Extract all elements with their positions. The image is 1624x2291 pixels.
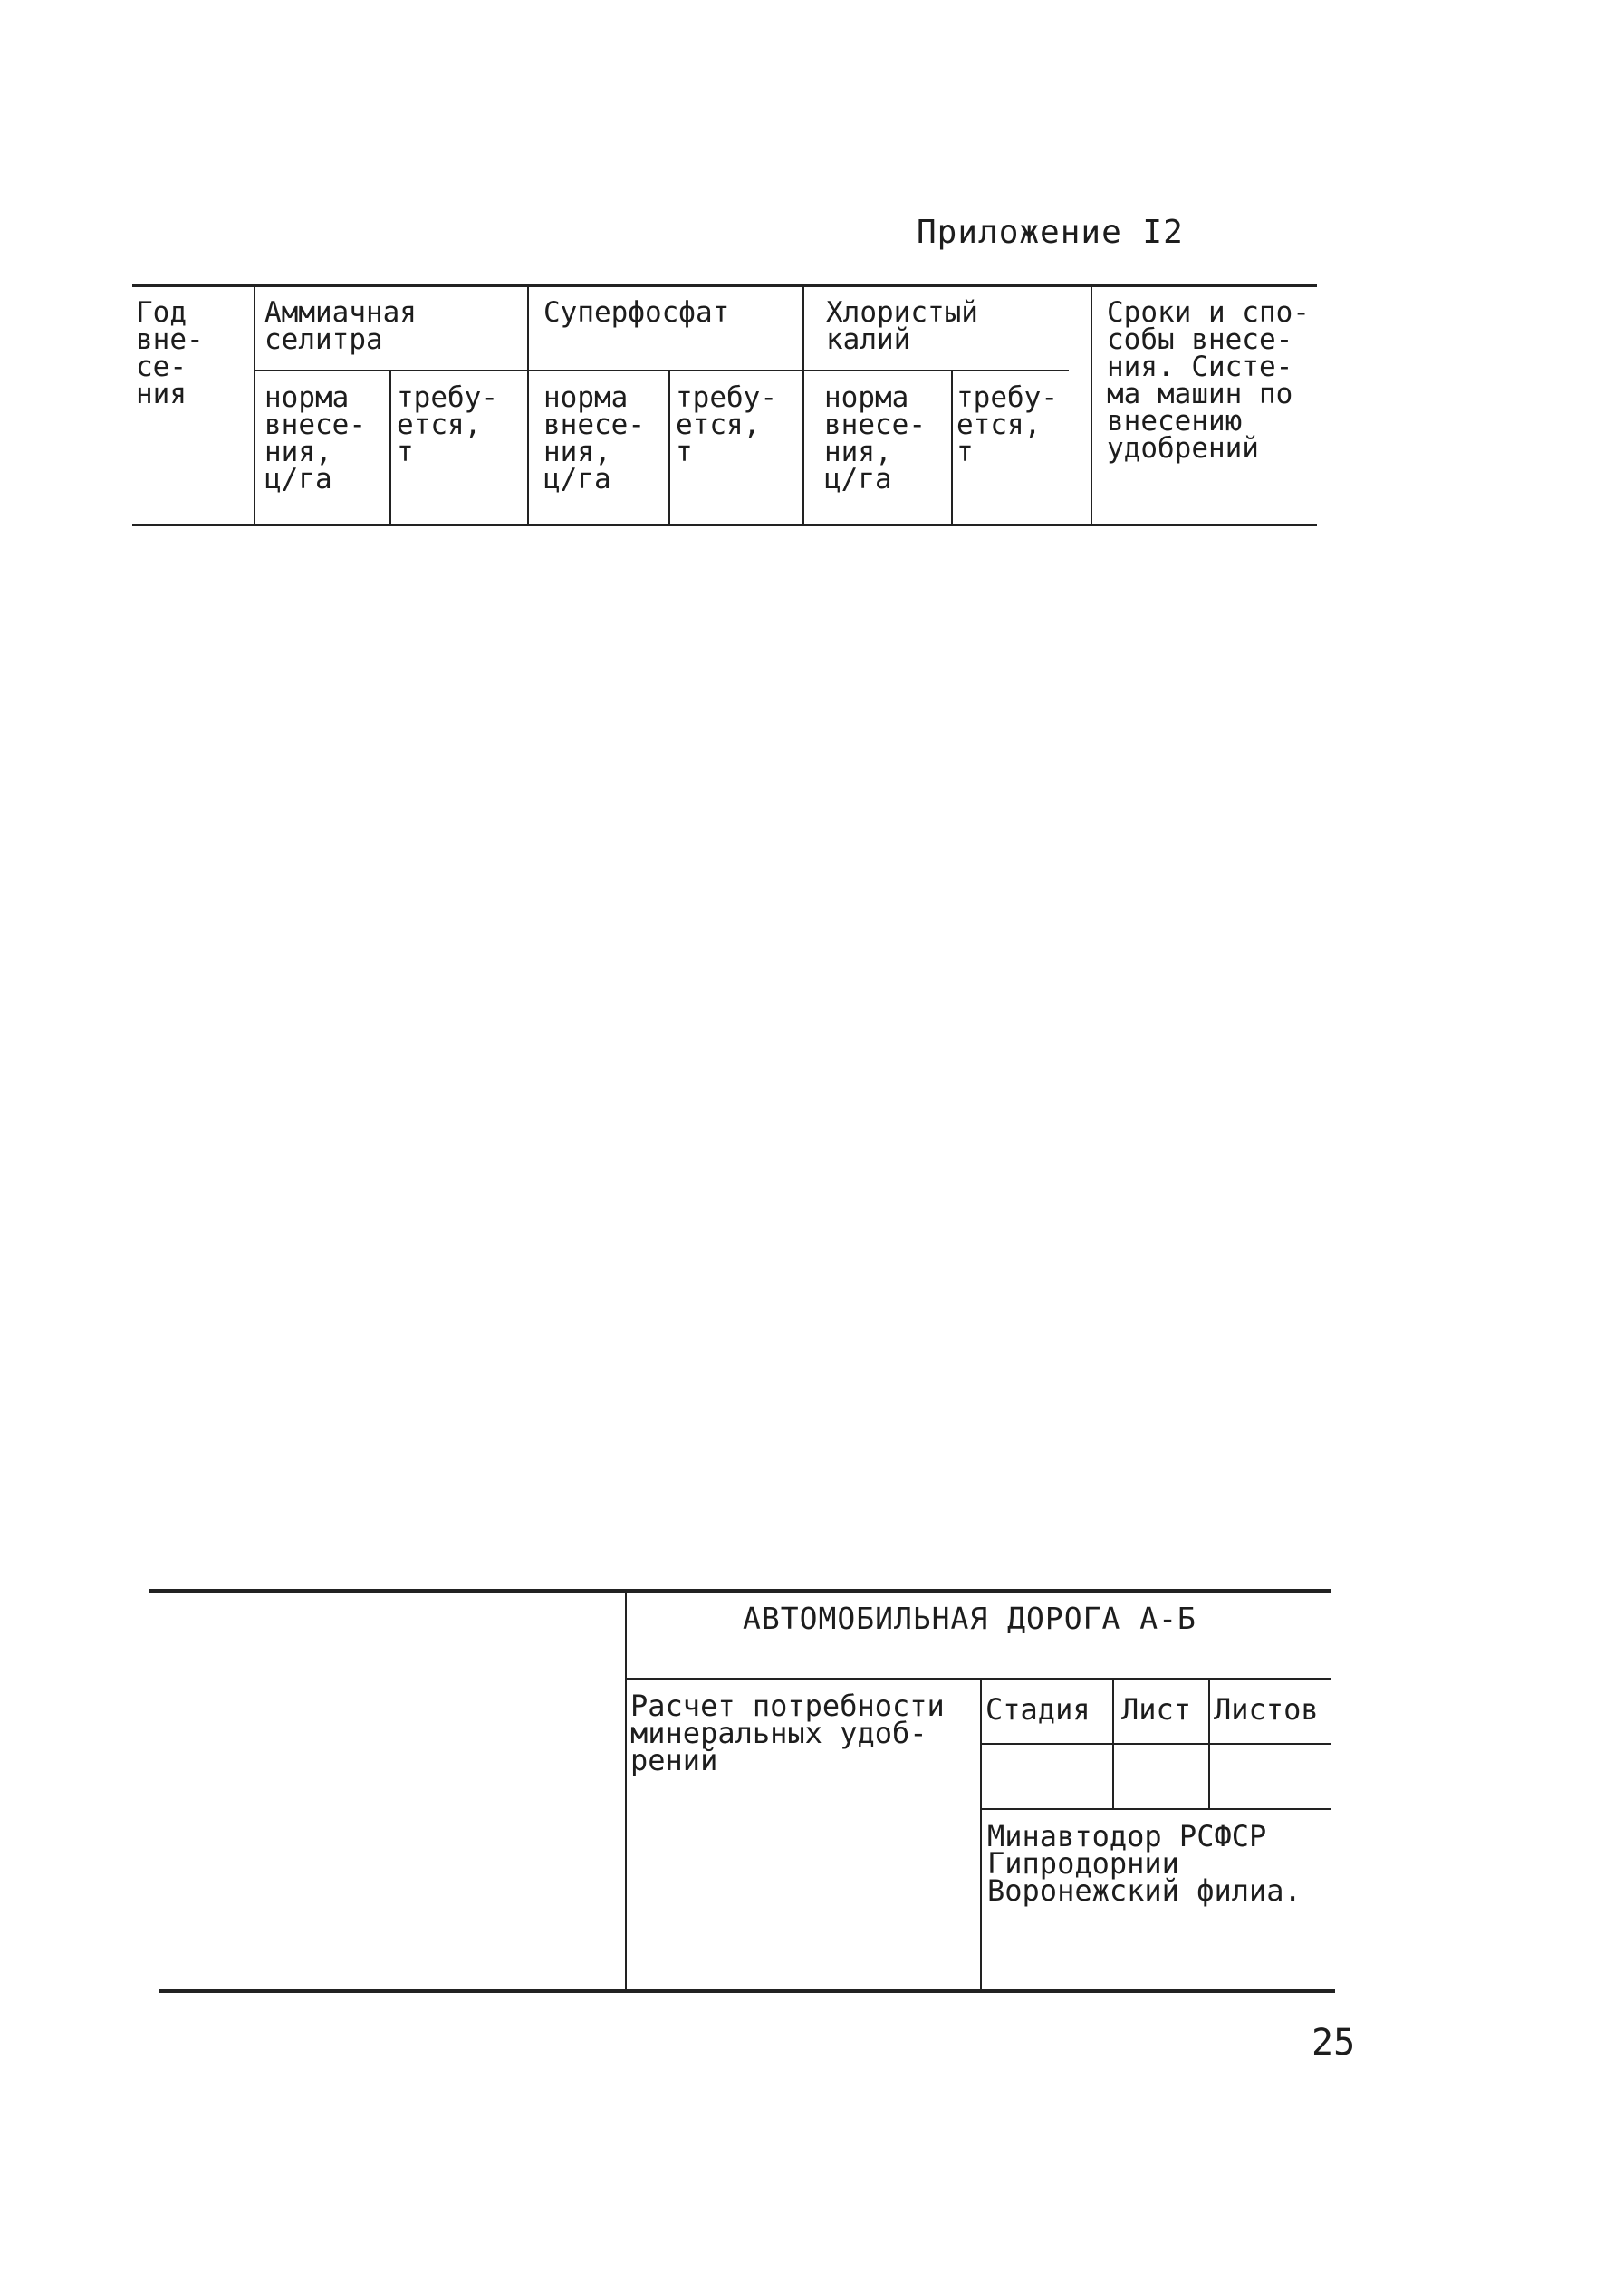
table-bottom-border <box>132 524 1317 526</box>
potassium-chloride-header: Хлористый калий <box>826 296 978 356</box>
stamp-road-divider <box>627 1678 1331 1680</box>
stamp-bottom-border <box>159 1989 1335 1993</box>
ammonium-nitrate-norm-header: норма внесе- ния, ц/га <box>264 381 366 496</box>
col-divider-3 <box>527 284 529 524</box>
stamp-doc-divider <box>980 1678 982 1989</box>
table-top-border <box>132 284 1317 287</box>
col-divider-4 <box>668 370 670 524</box>
stage-label: Стадия <box>985 1692 1091 1727</box>
sheet-label: Лист <box>1121 1692 1192 1727</box>
ammonium-nitrate-need-header: требу- ется, т <box>397 381 498 468</box>
col-divider-5 <box>802 284 804 524</box>
stamp-top-border <box>149 1589 1331 1593</box>
methods-header: Сроки и спо- собы внесе- ния. Систе- ма … <box>1107 296 1310 465</box>
stamp-left-divider <box>625 1591 627 1989</box>
ammonium-nitrate-header: Аммиачная селитра <box>264 296 417 356</box>
road-title: АВТОМОБИЛЬНАЯ ДОРОГА А-Б <box>743 1601 1196 1636</box>
col-divider-2 <box>389 370 391 524</box>
superphosphate-header: Суперфосфат <box>543 296 730 329</box>
superphosphate-need-header: требу- ется, т <box>676 381 777 468</box>
col-divider-7 <box>1091 284 1092 524</box>
potassium-chloride-need-header: требу- ется, т <box>956 381 1058 468</box>
document-title: Расчет потребности минеральных удоб- рен… <box>630 1689 945 1777</box>
superphosphate-norm-header: норма внесе- ния, ц/га <box>543 381 645 496</box>
sheets-label: Листов <box>1214 1692 1319 1727</box>
col-divider-1 <box>254 284 255 524</box>
stamp-values-divider <box>982 1808 1331 1810</box>
organization: Минавтодор РСФСР Гипродорнии Воронежский… <box>987 1819 1302 1908</box>
year-header: Год вне- се- ния <box>136 296 204 410</box>
appendix-label: Приложение I2 <box>917 214 1184 251</box>
stamp-labels-divider <box>982 1743 1331 1745</box>
col-divider-6 <box>951 370 953 524</box>
page-number: 25 <box>1312 2022 1356 2064</box>
table-subheader-divider <box>254 370 1069 371</box>
potassium-chloride-norm-header: норма внесе- ния, ц/га <box>824 381 926 496</box>
